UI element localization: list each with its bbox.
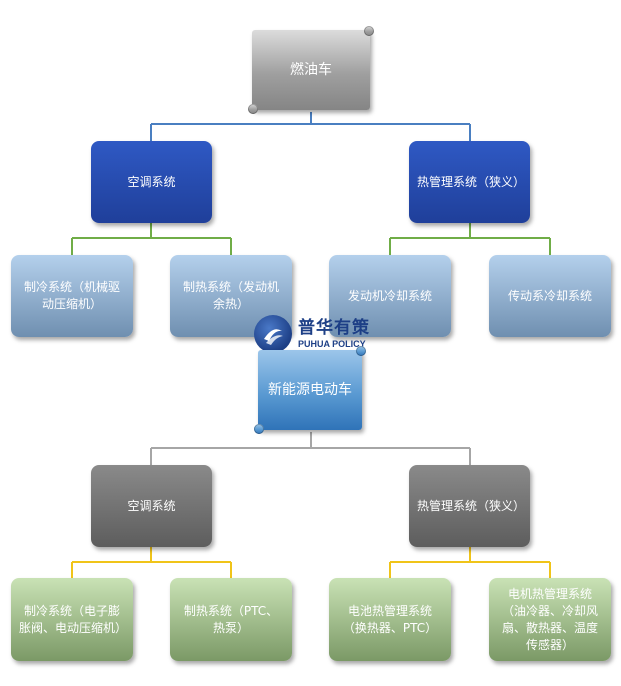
logo-chinese-text: 普华有策 [298,317,370,338]
fuel-thermal-system-label: 热管理系统（狭义） [417,174,526,189]
engine-cooling-node: 发动机冷却系统 [329,255,451,337]
ev-thermal-system-node: 热管理系统（狭义） [409,465,530,547]
fuel-ac-system-label: 空调系统 [127,174,176,189]
fuel-ac-connector [71,222,232,255]
fuel-heating-node: 制热系统（发动机余热） [170,255,292,337]
ev-ac-connector [71,546,232,578]
fuel-ac-system-node: 空调系统 [91,141,212,223]
drivetrain-cooling-label: 传动系冷却系统 [507,288,592,303]
engine-cooling-label: 发动机冷却系统 [347,288,432,303]
fuel-car-root: 燃油车 [248,26,374,114]
ev-car-connectors [71,432,551,578]
motor-thermal-node: 电机热管理系统（油冷器、冷却风扇、散热器、温度传感器） [489,578,611,661]
ev-ac-system-label: 空调系统 [127,498,176,513]
puhua-logo: 普华有策 PUHUA POLICY [254,314,384,354]
ev-thermal-connector [389,546,551,578]
fuel-thermal-system-node: 热管理系统（狭义） [409,141,530,223]
battery-thermal-node: 电池热管理系统（换热器、PTC） [329,578,451,661]
fuel-cooling-label: 制冷系统（机械驱动压缩机） [23,280,120,311]
puhua-logo-icon [254,315,292,353]
ev-heating-label: 制热系统（PTC、热泵） [183,603,279,635]
fuel-thermal-connector [389,222,551,255]
ev-cooling-label: 制冷系统（电子膨胀阀、电动压缩机） [19,603,128,635]
fuel-car-title: 燃油车 [290,61,332,78]
ev-heating-node: 制热系统（PTC、热泵） [170,578,292,661]
ev-root-connector [150,432,471,465]
fuel-heating-label: 制热系统（发动机余热） [182,280,279,311]
ev-thermal-system-label: 热管理系统（狭义） [417,498,526,513]
motor-thermal-label: 电机热管理系统（油冷器、冷却风扇、散热器、温度传感器） [501,586,598,652]
ev-cooling-node: 制冷系统（电子膨胀阀、电动压缩机） [11,578,133,661]
fuel-cooling-node: 制冷系统（机械驱动压缩机） [11,255,133,337]
battery-thermal-label: 电池热管理系统（换热器、PTC） [342,603,438,635]
ev-ac-system-node: 空调系统 [91,465,212,547]
ev-car-title: 新能源电动车 [268,381,352,398]
fuel-car-connectors [71,112,551,255]
fuel-root-connector [150,112,471,141]
drivetrain-cooling-node: 传动系冷却系统 [489,255,611,337]
ev-car-root: 新能源电动车 [254,346,366,434]
logo-english-text: PUHUA POLICY [298,338,366,349]
